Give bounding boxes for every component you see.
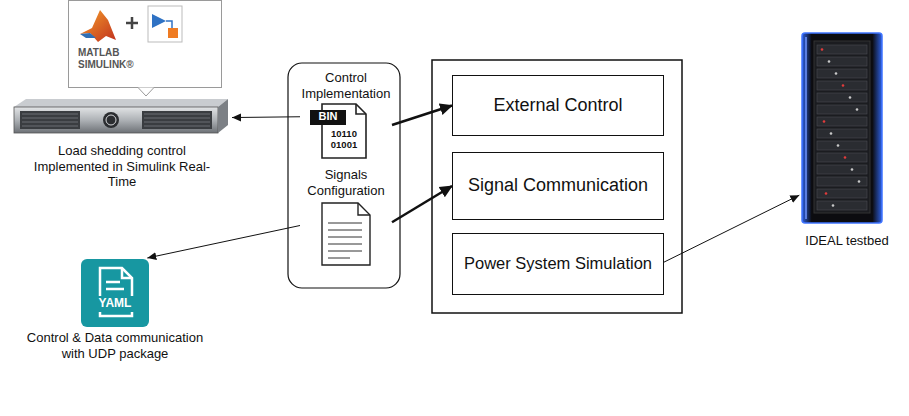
server-node: Load shedding control Implemented in Sim… bbox=[12, 95, 232, 193]
file-type-tag: YAML bbox=[94, 296, 136, 310]
file-type-tag: BIN bbox=[310, 110, 346, 123]
testbed-caption: IDEAL testbed bbox=[794, 233, 900, 249]
arrow-connector bbox=[392, 186, 452, 222]
file-heading: Control Implementation bbox=[300, 70, 392, 101]
process-box: Signal Communication bbox=[452, 152, 664, 220]
file-group-outline bbox=[288, 63, 400, 288]
file-node: Control ImplementationBIN 10110 01001 bbox=[300, 68, 392, 160]
testbed-software-outline bbox=[432, 60, 682, 313]
yaml-file-icon bbox=[80, 258, 150, 328]
box-label: Power System Simulation bbox=[456, 254, 660, 274]
software-logo-text: MATLAB SIMULINK® bbox=[78, 47, 150, 71]
arrow-connector bbox=[232, 116, 300, 118]
testbed-cabinet-image bbox=[800, 31, 900, 227]
yaml-node: YAML Control & Data communication with UD… bbox=[20, 258, 210, 412]
arrow-connector bbox=[392, 106, 452, 126]
process-box: Power System Simulation bbox=[452, 233, 664, 295]
arrow-connector bbox=[147, 226, 300, 259]
rack-server-image bbox=[12, 95, 232, 139]
file-heading: Signals Configuration bbox=[300, 167, 392, 198]
binary-digits: 10110 01001 bbox=[324, 128, 364, 151]
yaml-caption: Control & Data communication with UDP pa… bbox=[25, 330, 205, 361]
testbed-node: IDEAL testbed bbox=[794, 31, 900, 259]
box-label: Signal Communication bbox=[460, 175, 656, 197]
software-callout: MATLAB SIMULINK® bbox=[68, 0, 222, 96]
document-icon bbox=[300, 201, 392, 271]
file-node: Signals Configuration bbox=[300, 165, 392, 275]
server-caption: Load shedding control Implemented in Sim… bbox=[32, 143, 212, 190]
box-label: External Control bbox=[485, 95, 630, 117]
arrow-connector bbox=[664, 195, 799, 262]
process-box: External Control bbox=[452, 75, 664, 136]
